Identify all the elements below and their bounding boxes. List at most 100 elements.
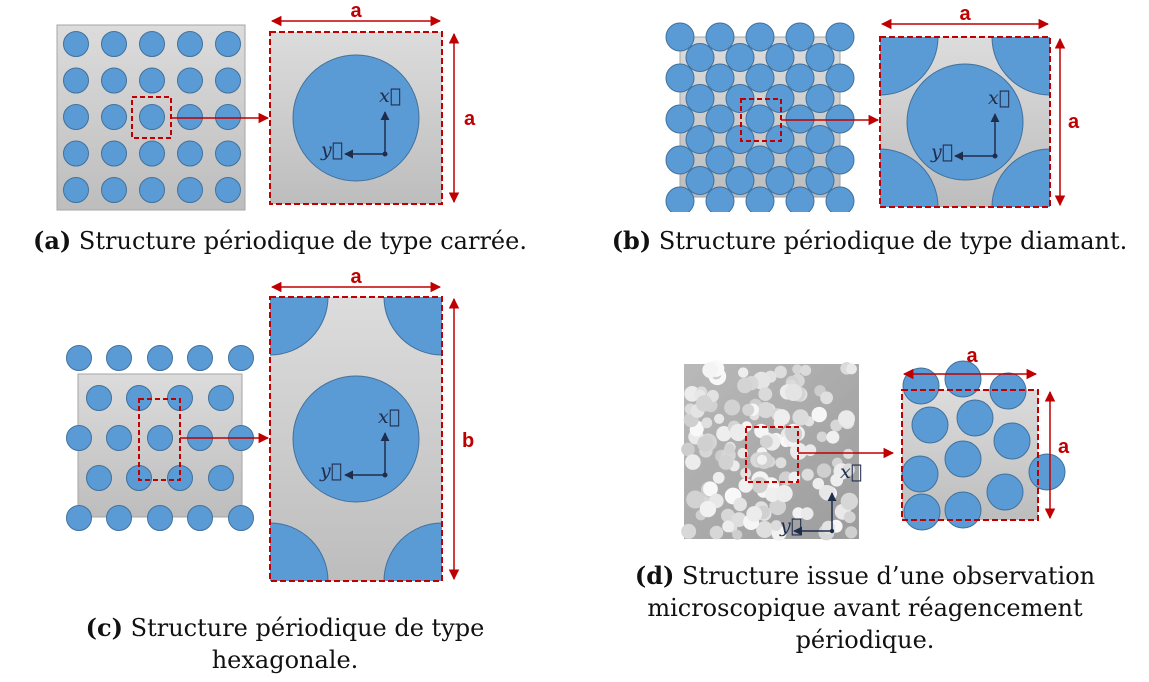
caption-b-text: Structure périodique de type diamant. [658, 227, 1128, 255]
micrograph-particle [842, 463, 855, 477]
panel-b-fiber-grid [665, 22, 855, 212]
fiber [805, 43, 835, 72]
fiber [63, 177, 89, 203]
fiber [139, 67, 165, 94]
panel-a-width-label: a [350, 0, 362, 22]
caption-a-letter: (a) [33, 226, 72, 255]
micrograph-particle [681, 523, 697, 539]
fiber [208, 385, 234, 411]
fiber [63, 140, 89, 167]
panel-c-origin [382, 472, 388, 478]
micrograph-particle [742, 403, 755, 416]
fiber [66, 345, 92, 371]
panel-b-cell-fibers [880, 37, 1050, 207]
fiber [215, 177, 241, 203]
fiber [101, 67, 127, 94]
micrograph-particle [703, 481, 718, 497]
micrograph-particle [819, 485, 836, 501]
caption-c: (c) Structure périodique de type hexagon… [60, 612, 510, 676]
fiber [705, 22, 735, 52]
micrograph-particle [757, 401, 774, 419]
micrograph-particle [718, 455, 734, 470]
micrograph-particle [709, 525, 724, 540]
micrograph-particle [811, 406, 827, 423]
micrograph-particle [733, 497, 747, 512]
fiber [228, 345, 254, 371]
micrograph-particle [820, 391, 833, 405]
fiber [725, 166, 755, 195]
fiber [66, 425, 92, 451]
caption-c-text: Structure périodique de type [130, 614, 485, 642]
fiber [147, 505, 173, 531]
fiber [705, 186, 735, 212]
fiber [215, 31, 241, 57]
panel-b-height-label: a [1068, 111, 1080, 133]
panel-d-selection-box [745, 426, 799, 483]
micrograph-particle [731, 512, 747, 527]
fiber [63, 67, 89, 94]
micrograph-particle [812, 477, 825, 490]
fiber [215, 140, 241, 167]
panel-c-fiber-grid [66, 345, 254, 531]
fiber [825, 22, 855, 52]
fiber [177, 31, 203, 57]
fiber [705, 145, 735, 175]
fiber [785, 145, 815, 175]
micrograph-particle [724, 399, 741, 416]
fiber [825, 186, 855, 212]
caption-d-text-3: périodique. [795, 626, 935, 654]
panel-c-cell-fibers [270, 297, 442, 581]
micrograph-particle [746, 506, 763, 522]
panel-d-origin [829, 528, 835, 534]
fiber [665, 186, 695, 212]
panel-c-x-axis-label: x⃗ [378, 406, 400, 428]
fiber [825, 104, 855, 134]
micrograph-particle [738, 367, 749, 378]
fiber [685, 166, 715, 195]
micrograph-particle [756, 521, 774, 538]
panel-c-width-label: a [350, 266, 362, 288]
panel-d-x-axis-label: x⃗ [840, 461, 862, 483]
micrograph-particle [697, 435, 714, 452]
micrograph-particle [751, 476, 768, 494]
fiber [765, 166, 795, 195]
fiber [101, 104, 127, 130]
micrograph-particle [740, 467, 751, 479]
fiber [86, 465, 112, 491]
panel-d-width-label: a [966, 345, 978, 367]
fiber [745, 22, 775, 52]
fiber [745, 63, 775, 93]
micrograph-particle [681, 442, 695, 457]
micrograph-particle [800, 507, 814, 520]
fiber [805, 166, 835, 195]
fiber [177, 177, 203, 203]
fiber [785, 186, 815, 212]
micrograph-particle [800, 364, 812, 376]
fiber [139, 31, 165, 57]
micrograph-particle [830, 473, 844, 487]
micrograph-particle [792, 364, 803, 375]
panel-a-height-label: a [464, 108, 476, 130]
micrograph-particle [699, 500, 717, 518]
micrograph-particle [838, 410, 855, 428]
fiber [228, 505, 254, 531]
fiber [665, 104, 695, 134]
fiber [101, 31, 127, 57]
micrograph-particle [816, 463, 832, 478]
panel-b-x-axis-label: x⃗ [988, 87, 1010, 109]
micrograph-particle [843, 511, 856, 524]
panel-a-x-axis-label: x⃗ [379, 85, 401, 107]
panel-b-width-label: a [959, 3, 971, 25]
fiber [665, 22, 695, 52]
panel-a-cell-fiber [292, 54, 420, 182]
micrograph-particle [716, 426, 732, 442]
micrograph-particle [843, 448, 854, 459]
fiber [215, 67, 241, 94]
fiber [665, 145, 695, 175]
micrograph-particle [846, 363, 857, 375]
fiber [785, 104, 815, 134]
fiber [825, 63, 855, 93]
micrograph-particle [758, 387, 773, 401]
fiber [745, 145, 775, 175]
